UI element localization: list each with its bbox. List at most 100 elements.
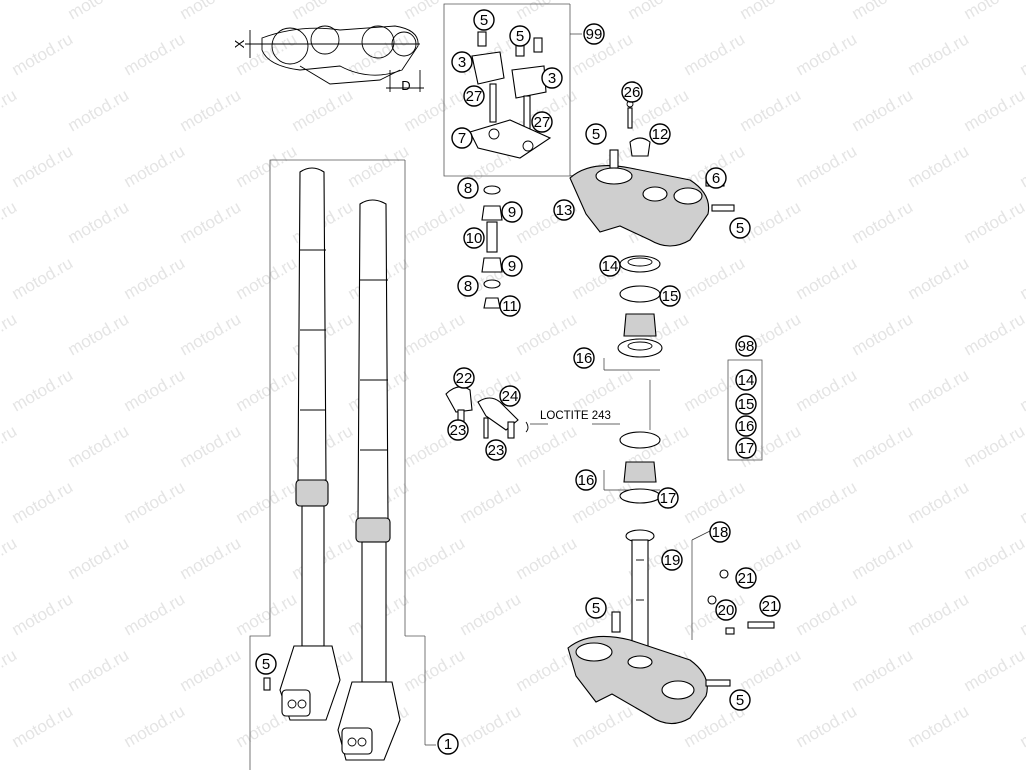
- watermark-text: motod.ru: [65, 309, 133, 359]
- callout-number: 22: [456, 370, 473, 387]
- watermark-text: motod.ru: [849, 85, 917, 135]
- watermark-text: motod.ru: [457, 701, 525, 751]
- callout-number: 27: [534, 114, 551, 131]
- handlebar-clamp-kit-frame: [443, 3, 582, 177]
- callout-circle: [649, 123, 671, 145]
- watermark-text: motod.ru: [961, 533, 1026, 583]
- callout-number: 8: [464, 180, 472, 197]
- watermark-text: motod.ru: [401, 0, 469, 23]
- part-callout-17: 17: [657, 487, 679, 509]
- callout-circle: [541, 67, 563, 89]
- part-callout-99: 99: [583, 23, 605, 45]
- part-callout-24: 24: [499, 385, 521, 407]
- watermark-text: motod.ru: [849, 533, 917, 583]
- bearing-kit-frame: [727, 359, 763, 461]
- callout-number: 14: [738, 372, 755, 389]
- part-callout-26: 26: [621, 81, 643, 103]
- part-callout-98: 98: [735, 335, 757, 357]
- watermark-text: motod.ru: [1017, 477, 1026, 527]
- watermark-text: motod.ru: [233, 141, 301, 191]
- watermark-text: motod.ru: [513, 533, 581, 583]
- part-callout-16: 16: [573, 347, 595, 369]
- watermark-text: motod.ru: [793, 589, 861, 639]
- watermark-text: motod.ru: [905, 365, 973, 415]
- part-callout-8: 8: [457, 275, 479, 297]
- watermark-text: motod.ru: [401, 197, 469, 247]
- callout-number: 23: [450, 422, 467, 439]
- watermark-text: motod.ru: [681, 477, 749, 527]
- watermark-text: motod.ru: [177, 421, 245, 471]
- steering-bearing-stack: [603, 255, 663, 504]
- watermark-text: motod.ru: [905, 253, 973, 303]
- callout-number: 17: [660, 490, 677, 507]
- callout-circle: [621, 81, 643, 103]
- part-callout-16: 16: [575, 469, 597, 491]
- part-callout-6: 6: [705, 167, 727, 189]
- part-callout-11: 11: [499, 295, 521, 317]
- watermark-text: motod.ru: [177, 533, 245, 583]
- callout-circle: [437, 733, 459, 755]
- callout-circle: [447, 419, 469, 441]
- watermark-text: motod.ru: [177, 309, 245, 359]
- callout-number: 3: [548, 70, 556, 87]
- part-callout-7: 7: [451, 127, 473, 149]
- callout-layer: 1335555555678899101112131414151516161617…: [255, 9, 781, 755]
- callout-circle: [451, 127, 473, 149]
- watermark-text: motod.ru: [233, 29, 301, 79]
- watermark-text: motod.ru: [0, 421, 20, 471]
- callout-number: 27: [466, 88, 483, 105]
- watermark-text: motod.ru: [961, 645, 1026, 695]
- watermark-text: motod.ru: [737, 85, 805, 135]
- callout-circle: [453, 367, 475, 389]
- watermark-text: motod.ru: [401, 309, 469, 359]
- watermark-text: motod.ru: [961, 197, 1026, 247]
- part-callout-8: 8: [457, 177, 479, 199]
- callout-circle: [255, 653, 277, 675]
- watermark-text: motod.ru: [513, 309, 581, 359]
- watermark-text: motod.ru: [9, 477, 77, 527]
- callout-number: 10: [466, 230, 483, 247]
- watermark-text: motod.ru: [121, 29, 189, 79]
- callout-circle: [585, 597, 607, 619]
- callout-circle: [463, 227, 485, 249]
- callout-number: 3: [458, 54, 466, 71]
- watermark-text: motod.ru: [625, 0, 693, 23]
- fork-assembly: [249, 159, 436, 770]
- callout-number: 16: [578, 472, 595, 489]
- part-callout-16: 16: [735, 415, 757, 437]
- callout-number: 99: [586, 26, 603, 43]
- watermark-text: motod.ru: [345, 141, 413, 191]
- callout-circle: [501, 201, 523, 223]
- part-callout-5: 5: [255, 653, 277, 675]
- part-callout-13: 13: [553, 199, 575, 221]
- watermark-text: motod.ru: [121, 365, 189, 415]
- watermark-text: motod.ru: [121, 701, 189, 751]
- callout-circle: [599, 255, 621, 277]
- callout-circle: [463, 85, 485, 107]
- dimension-x-label: X: [232, 39, 247, 48]
- part-callout-21: 21: [759, 595, 781, 617]
- watermark-text: motod.ru: [905, 701, 973, 751]
- part-callout-17: 17: [735, 437, 757, 459]
- fork-leg-right: [337, 199, 401, 761]
- callout-circle: [531, 111, 553, 133]
- part-callout-5: 5: [585, 597, 607, 619]
- callout-number: 15: [662, 288, 679, 305]
- callout-number: 98: [738, 338, 755, 355]
- callout-number: 6: [712, 170, 720, 187]
- watermark-text: motod.ru: [289, 85, 357, 135]
- watermark-text: motod.ru: [849, 309, 917, 359]
- watermark-text: motod.ru: [177, 0, 245, 23]
- lower-triple-clamp-with-stem: [567, 529, 775, 725]
- callout-circle: [729, 217, 751, 239]
- callout-number: 24: [502, 388, 519, 405]
- callout-number: 12: [652, 126, 669, 143]
- callout-number: 5: [262, 656, 270, 673]
- part-callout-1: 1: [437, 733, 459, 755]
- watermark-text: motod.ru: [289, 0, 357, 23]
- watermark-text: motod.ru: [121, 141, 189, 191]
- watermark-text: motod.ru: [9, 589, 77, 639]
- callout-number: 5: [516, 28, 524, 45]
- part-callout-20: 20: [715, 599, 737, 621]
